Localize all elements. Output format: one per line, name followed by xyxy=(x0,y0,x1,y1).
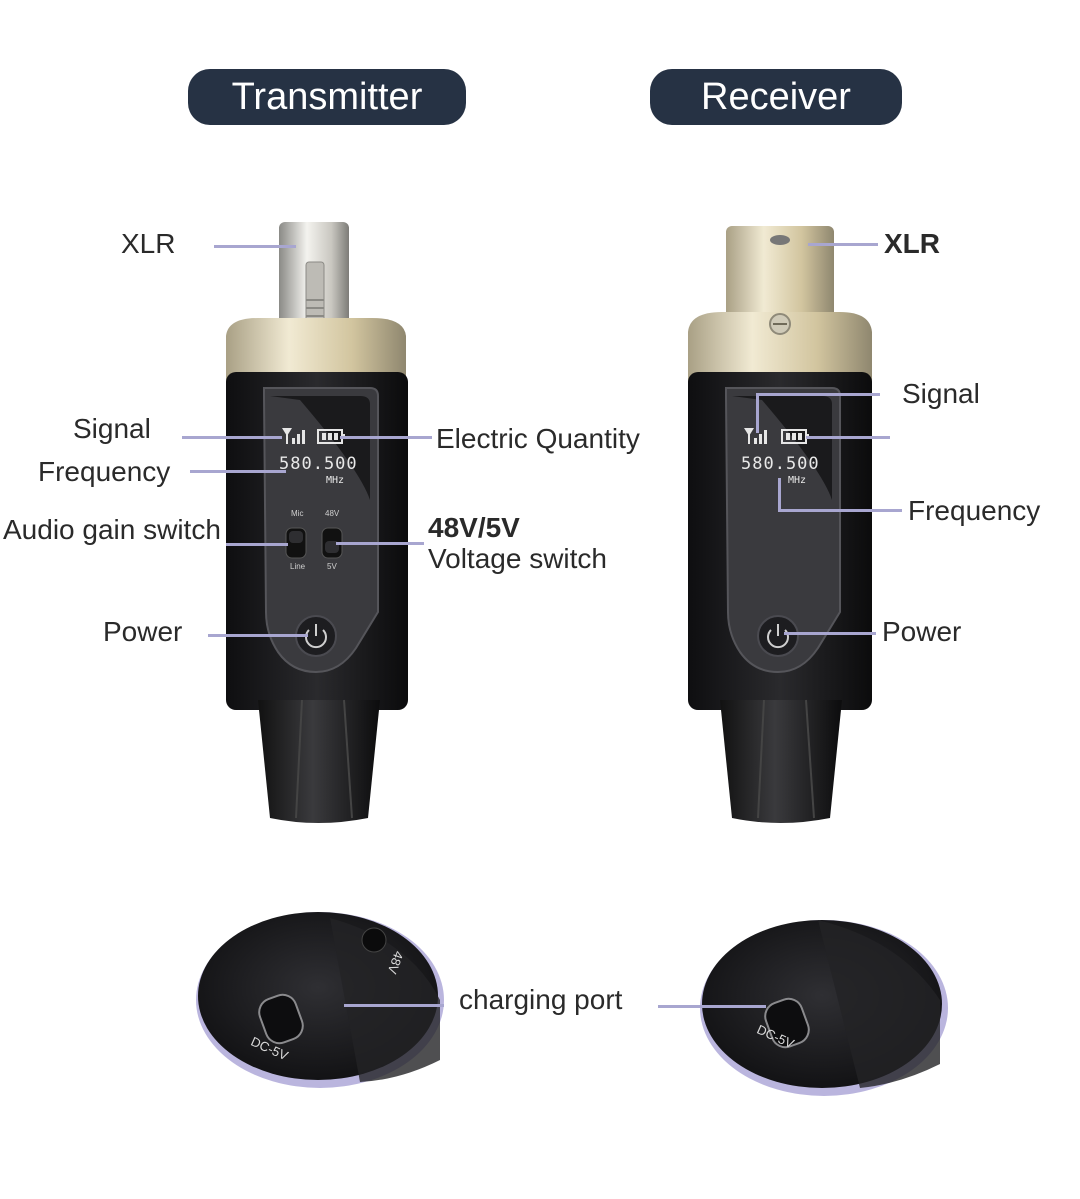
receiver-display-unit: MHz xyxy=(788,475,807,486)
tx-charging-line xyxy=(344,1004,444,1007)
rx-power-label: Power xyxy=(882,616,962,647)
receiver-display-frequency: 580.500 xyxy=(741,454,820,474)
tx-voltage-subtitle: Voltage switch xyxy=(428,543,607,574)
transmitter-gold-collar xyxy=(226,318,406,382)
transmitter-charging-closeup xyxy=(196,912,444,1088)
tx-audio-gain-line xyxy=(226,543,288,546)
transmitter-usb-port xyxy=(258,993,304,1045)
transmitter-closeup-switch xyxy=(361,927,387,953)
charging-port-label: charging port xyxy=(459,984,623,1015)
tx-battery-line xyxy=(340,436,432,439)
transmitter-header-text: Transmitter xyxy=(231,75,423,118)
switch-label-line: Line xyxy=(290,562,306,571)
receiver-device xyxy=(688,226,872,823)
switch-label-48v: 48V xyxy=(325,509,340,518)
switch-label-mic: Mic xyxy=(291,509,304,518)
tx-signal-line xyxy=(182,436,282,439)
switch-label-5v: 5V xyxy=(327,562,337,571)
rx-battery-line xyxy=(806,436,890,439)
tx-xlr-line xyxy=(214,245,296,248)
rx-frequency-line xyxy=(778,509,902,512)
rx-power-line xyxy=(784,632,876,635)
transmitter-device xyxy=(226,222,408,823)
receiver-header-text: Receiver xyxy=(701,75,851,118)
transmitter-display-unit: MHz xyxy=(326,475,345,486)
transmitter-tail xyxy=(258,700,380,823)
transmitter-header: Transmitter xyxy=(188,69,466,125)
receiver-charging-closeup xyxy=(700,920,948,1096)
rx-signal-label: Signal xyxy=(902,378,980,409)
tx-xlr-label: XLR xyxy=(121,228,176,259)
rx-charging-line xyxy=(658,1005,766,1008)
tx-signal-label: Signal xyxy=(73,413,151,444)
rx-frequency-vline xyxy=(778,478,781,512)
transmitter-signal-icon xyxy=(282,428,305,444)
rx-signal-vline xyxy=(756,395,759,433)
receiver-signal-icon xyxy=(744,428,767,444)
tx-frequency-line xyxy=(190,470,286,473)
tx-voltage-title: 48V/5V xyxy=(428,512,520,543)
rx-frequency-label: Frequency xyxy=(908,495,1041,526)
tx-voltage-line xyxy=(336,542,424,545)
tx-electric-quantity-label: Electric Quantity xyxy=(436,423,640,454)
tx-audio-gain-label: Audio gain switch xyxy=(3,514,221,545)
receiver-gold-collar xyxy=(688,312,872,382)
transmitter-display-frequency: 580.500 xyxy=(279,454,358,474)
receiver-tail xyxy=(720,700,842,823)
tx-frequency-label: Frequency xyxy=(38,456,171,487)
receiver-xlr-connector xyxy=(726,226,834,320)
tx-power-line xyxy=(208,634,308,637)
rx-xlr-line xyxy=(808,243,878,246)
tx-power-label: Power xyxy=(103,616,183,647)
receiver-header: Receiver xyxy=(650,69,902,125)
rx-signal-line xyxy=(756,393,880,396)
receiver-usb-port xyxy=(764,997,810,1049)
rx-xlr-label: XLR xyxy=(884,228,940,259)
